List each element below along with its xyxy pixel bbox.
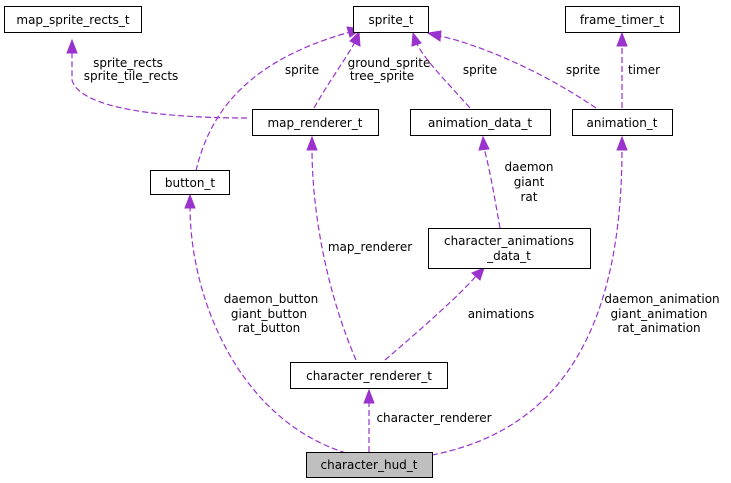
edge-label: giant_animation [611,307,708,321]
edge-label: rat_button [238,321,301,335]
edge-label: sprite [463,63,497,77]
node-character-renderer-t[interactable]: character_renderer_t [290,362,448,389]
node-character-animations-data-t[interactable]: character_animations _data_t [428,228,591,269]
edge-character-hud-to-animation: daemon_animation giant_animation rat_ani… [431,135,720,456]
edge-label: giant [514,175,545,189]
node-sprite-t[interactable]: sprite_t [353,6,429,33]
edge-character-animations-to-animation-data: daemon giant rat [478,135,554,229]
edge-label: sprite [566,63,600,77]
edge-label: giant_button [231,307,307,321]
edge-label: map_renderer [328,240,412,254]
node-map-renderer-t[interactable]: map_renderer_t [252,109,379,136]
edge-label: timer [628,63,660,77]
node-label: character_animations [444,234,574,248]
edge-label: sprite [285,63,319,77]
node-label: character_renderer_t [306,369,432,383]
edge-character-hud-to-character-renderer: character_renderer [363,388,492,452]
node-label: animation_t [586,116,657,130]
edge-character-renderer-to-map-renderer: map_renderer [306,135,412,361]
edge-animation-to-frame-timer: timer [616,31,660,108]
edge-label: rat [521,190,538,204]
edge-character-hud-to-button: daemon_button giant_button rat_button [184,193,347,454]
edge-map-renderer-to-sprite: ground_sprite tree_sprite [313,30,431,109]
edge-character-renderer-to-character-animations: animations [384,267,535,361]
node-label: frame_timer_t [580,13,665,27]
node-map-sprite-rects-t[interactable]: map_sprite_rects_t [4,6,142,33]
node-label: button_t [165,176,216,190]
node-label: character_hud_t [321,458,418,472]
node-character-hud-t[interactable]: character_hud_t [306,452,433,478]
edge-label: daemon_animation [604,292,719,306]
edge-label: animations [468,307,535,321]
edge-label: sprite_tile_rects [84,69,179,83]
edge-label: rat_animation [617,321,700,335]
node-label: map_renderer_t [267,116,362,130]
node-label: animation_data_t [428,116,532,130]
edge-button-to-sprite: sprite [195,26,363,172]
node-label: _data_t [486,249,531,263]
node-animation-data-t[interactable]: animation_data_t [410,109,551,136]
edge-label: daemon [505,160,554,174]
edge-animation-data-to-sprite: sprite [411,31,497,109]
node-frame-timer-t[interactable]: frame_timer_t [565,6,680,33]
edge-label: sprite_rects [93,56,163,70]
edge-animation-to-sprite: sprite [426,30,600,109]
edge-label: daemon_button [224,292,319,306]
node-label: sprite_t [369,13,414,27]
edge-label: tree_sprite [350,69,414,83]
edge-map-renderer-to-map-sprite-rects: sprite_rects sprite_tile_rects [66,38,248,119]
edge-label: ground_sprite [348,56,431,70]
node-animation-t[interactable]: animation_t [572,109,673,136]
node-button-t[interactable]: button_t [150,170,230,195]
edge-label: character_renderer [376,411,491,425]
node-label: map_sprite_rects_t [16,13,129,27]
